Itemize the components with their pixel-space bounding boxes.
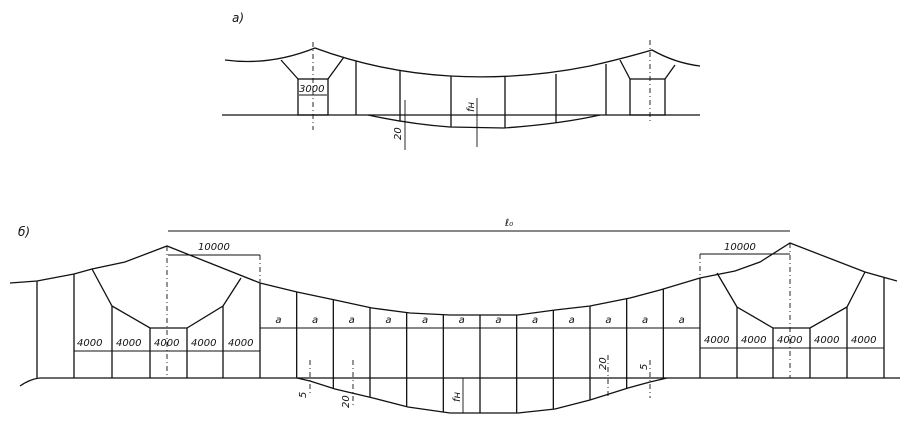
svg-text:4000: 4000 (777, 335, 802, 346)
panel-label: a (642, 315, 648, 326)
panel-verticals-a (355, 61, 607, 128)
sag-dimension-a: fн (466, 98, 478, 147)
span-label: ℓ₀ (505, 218, 513, 229)
panel-label: a (679, 315, 685, 326)
offset-dimension-a: 20 (393, 100, 406, 150)
right-panel-labels: 4000 4000 4000 4000 4000 (704, 335, 876, 346)
svg-text:4000: 4000 (154, 338, 179, 349)
sag-dimension-b: fн (452, 378, 464, 413)
svg-text:5: 5 (639, 364, 650, 370)
sag-line-b (296, 377, 668, 414)
panel-label: a (385, 315, 391, 326)
panel-label: a (275, 315, 281, 326)
panel-label: a (459, 315, 465, 326)
svg-text:4000: 4000 (704, 335, 729, 346)
svg-text:4000: 4000 (191, 338, 216, 349)
svg-text:4000: 4000 (77, 338, 102, 349)
bottom-line-b (19, 377, 900, 387)
right-tower-b (699, 243, 885, 378)
diagram-b: б) ℓ₀ 10000 10000 (9, 218, 900, 414)
top-chord-a (224, 47, 701, 78)
right-offset-label: 10000 (724, 242, 756, 253)
offset-label-a: 20 (393, 127, 404, 140)
right-20-dimension: 20 (598, 355, 609, 398)
mid-panel-verticals (296, 289, 664, 413)
svg-text:4000: 4000 (851, 335, 876, 346)
tower-width-label: 3000 (299, 84, 324, 95)
left-small-dimension: 5 (298, 360, 311, 398)
svg-text:20: 20 (341, 395, 352, 408)
left-offset-label: 10000 (198, 242, 230, 253)
left-tower-a: 3000 (280, 42, 345, 130)
diagram-a-label: а) (232, 11, 244, 25)
svg-text:20: 20 (598, 357, 609, 370)
panel-label: a (312, 315, 318, 326)
left-panel-labels: 4000 4000 4000 4000 4000 (77, 338, 253, 349)
left-20-dimension: 20 (341, 360, 354, 408)
sag-label-a: fн (466, 101, 477, 112)
svg-text:4000: 4000 (741, 335, 766, 346)
right-tower-a (619, 40, 676, 124)
sag-label-b: fн (452, 391, 463, 402)
top-chord-b (9, 242, 898, 316)
svg-text:4000: 4000 (228, 338, 253, 349)
diagram-b-label: б) (18, 225, 30, 239)
panel-label: a (569, 315, 575, 326)
svg-text:4000: 4000 (814, 335, 839, 346)
left-tower-b (36, 246, 261, 378)
panel-label: a (495, 315, 501, 326)
sag-line-a (367, 114, 601, 129)
right-small-dimension: 5 (639, 360, 651, 398)
panel-label: a (349, 315, 355, 326)
panel-label: a (532, 315, 538, 326)
svg-text:5: 5 (298, 392, 309, 398)
diagram-a: а) 3000 20 (222, 11, 701, 150)
panel-label: a (605, 315, 611, 326)
svg-text:4000: 4000 (116, 338, 141, 349)
panel-label: a (422, 315, 428, 326)
